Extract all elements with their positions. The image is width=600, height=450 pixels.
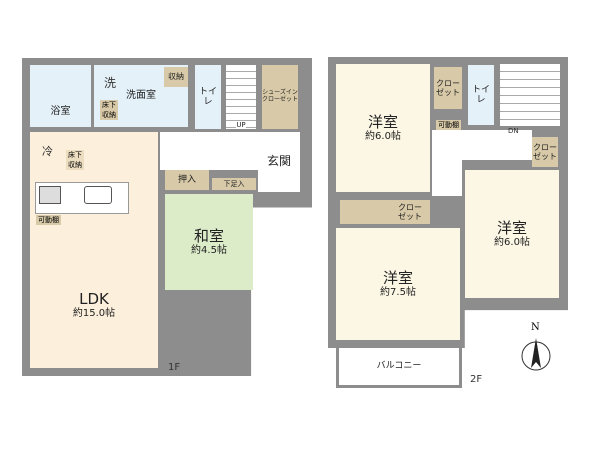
closet-2f-1: クロー ゼット (434, 67, 462, 109)
underfloor-storage-ldk: 床下 収納 (66, 150, 84, 170)
balcony: バルコニー (336, 348, 462, 388)
floor2-label: 2F (470, 374, 483, 385)
down-label: DN (508, 127, 519, 135)
washitsu: 和室約4.5帖 (165, 194, 253, 290)
underfloor-storage-wash: 床下 収納 (100, 100, 118, 120)
hallway-1f (160, 132, 258, 170)
oshiire: 押入 (165, 170, 209, 190)
fridge-label: 冷 (42, 145, 53, 158)
shoe-in-closet: シューズイン クローゼット (262, 65, 298, 129)
bathroom: 浴室 (30, 65, 91, 127)
floor1-label: 1F (168, 362, 181, 373)
sink-icon (84, 186, 112, 204)
washing-machine-label: 洗 (104, 76, 117, 90)
toilet-1f: トイレ (195, 65, 221, 129)
closet-2f-2: クロー ゼット (532, 137, 558, 167)
compass-north-label: N (531, 322, 540, 333)
stairs-1f: UP (226, 65, 256, 129)
closet-2f-3: クロー ゼット (340, 200, 430, 224)
storage: 収納 (164, 67, 188, 87)
shoe-box: 下足入 (212, 178, 256, 190)
entrance: 玄関 (258, 132, 300, 192)
toilet-2f: トイレ (468, 65, 494, 125)
movable-shelf-2f: 可動棚 (436, 120, 461, 130)
hallway-2f-lower (432, 160, 462, 196)
movable-shelf-1f: 可動棚 (36, 215, 61, 225)
stove-icon (39, 186, 61, 204)
western-room-3: 洋室約7.5帖 (336, 228, 460, 340)
stairs-2f (500, 64, 560, 126)
compass-icon (521, 338, 551, 371)
compass: N (518, 322, 554, 372)
western-room-1: 洋室約6.0帖 (336, 64, 430, 192)
hallway-2f (432, 130, 532, 160)
western-room-2: 洋室約6.0帖 (465, 170, 559, 298)
